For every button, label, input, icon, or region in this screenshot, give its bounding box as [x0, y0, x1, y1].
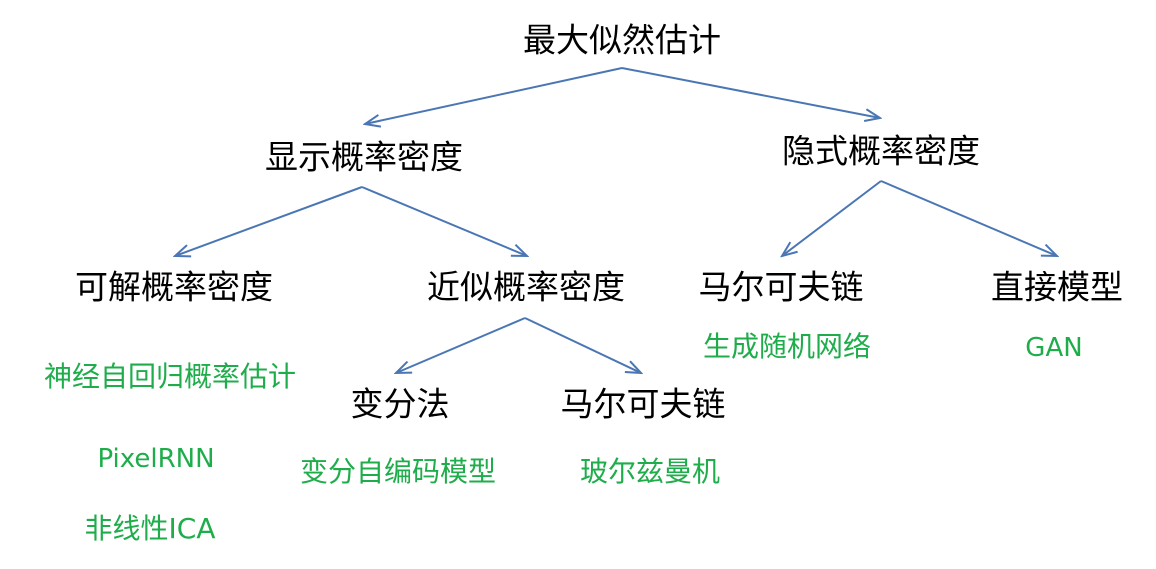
- node-direct-model: 直接模型: [991, 267, 1123, 307]
- edge-root-to-implicit: [621, 67, 880, 118]
- edge-explicit-to-approximate: [361, 186, 527, 256]
- node-variational: 变分法: [350, 384, 450, 424]
- edge-explicit-to-tractable: [175, 186, 363, 256]
- method-vae: 变分自编码模型: [299, 455, 497, 488]
- edge-implicit-to-direct: [880, 180, 1057, 256]
- edge-approximate-to-variational: [396, 317, 526, 373]
- node-approximate-density: 近似概率密度: [427, 267, 625, 307]
- edge-approximate-to-markov: [524, 317, 641, 373]
- method-gsn: 生成随机网络: [702, 330, 872, 363]
- method-nade: 神经自回归概率估计: [43, 360, 297, 393]
- edge-implicit-to-markov: [782, 180, 882, 256]
- node-markov-chain-implicit: 马尔可夫链: [698, 267, 864, 307]
- method-nonlinear-ica: 非线性ICA: [84, 512, 216, 545]
- edge-root-to-explicit: [365, 67, 623, 124]
- method-boltzmann-machine: 玻尔兹曼机: [579, 455, 721, 488]
- node-tractable-density: 可解概率密度: [75, 267, 273, 307]
- method-gan: GAN: [1025, 333, 1083, 363]
- node-root: 最大似然估计: [523, 20, 721, 60]
- node-implicit-density: 隐式概率密度: [782, 131, 980, 171]
- method-pixelrnn: PixelRNN: [97, 444, 215, 474]
- node-markov-chain-approx: 马尔可夫链: [560, 384, 726, 424]
- node-explicit-density: 显示概率密度: [265, 137, 463, 177]
